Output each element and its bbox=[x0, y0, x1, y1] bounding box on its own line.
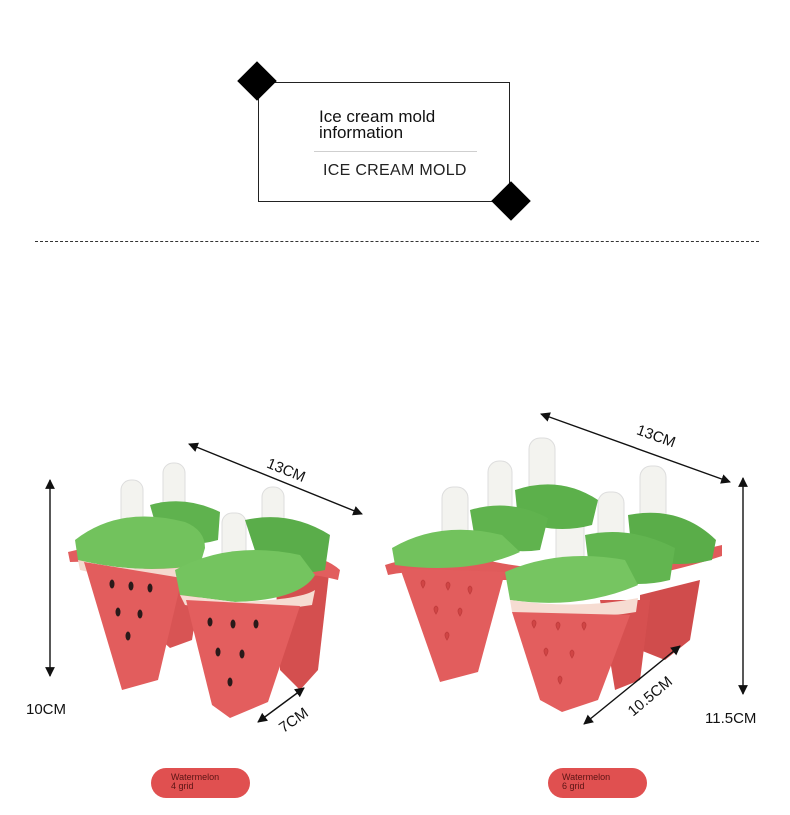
title-separator bbox=[314, 151, 477, 152]
page-subtitle: ICE CREAM MOLD bbox=[323, 162, 467, 179]
info-frame bbox=[258, 82, 510, 202]
height-label: 10CM bbox=[26, 701, 67, 718]
mold-4-grid-image bbox=[68, 462, 340, 718]
dashed-divider bbox=[35, 241, 759, 242]
product-badge-6-grid: Watermelon 6 grid bbox=[548, 768, 647, 798]
badge-name: Watermelon bbox=[171, 772, 220, 782]
badge-grid-count: 6 grid bbox=[562, 781, 585, 791]
mold-6-grid-image bbox=[385, 437, 722, 712]
product-badge-4-grid: Watermelon 4 grid bbox=[151, 768, 250, 798]
page-title: Ice cream mold information bbox=[319, 107, 436, 142]
length-arrow bbox=[540, 412, 731, 484]
width-arrow bbox=[257, 687, 305, 723]
length-arrow bbox=[188, 442, 363, 516]
width-arrow bbox=[583, 645, 681, 725]
badge-grid-count: 4 grid bbox=[171, 781, 194, 791]
badge-name: Watermelon bbox=[562, 772, 611, 782]
height-label: 11.5CM bbox=[705, 710, 757, 727]
